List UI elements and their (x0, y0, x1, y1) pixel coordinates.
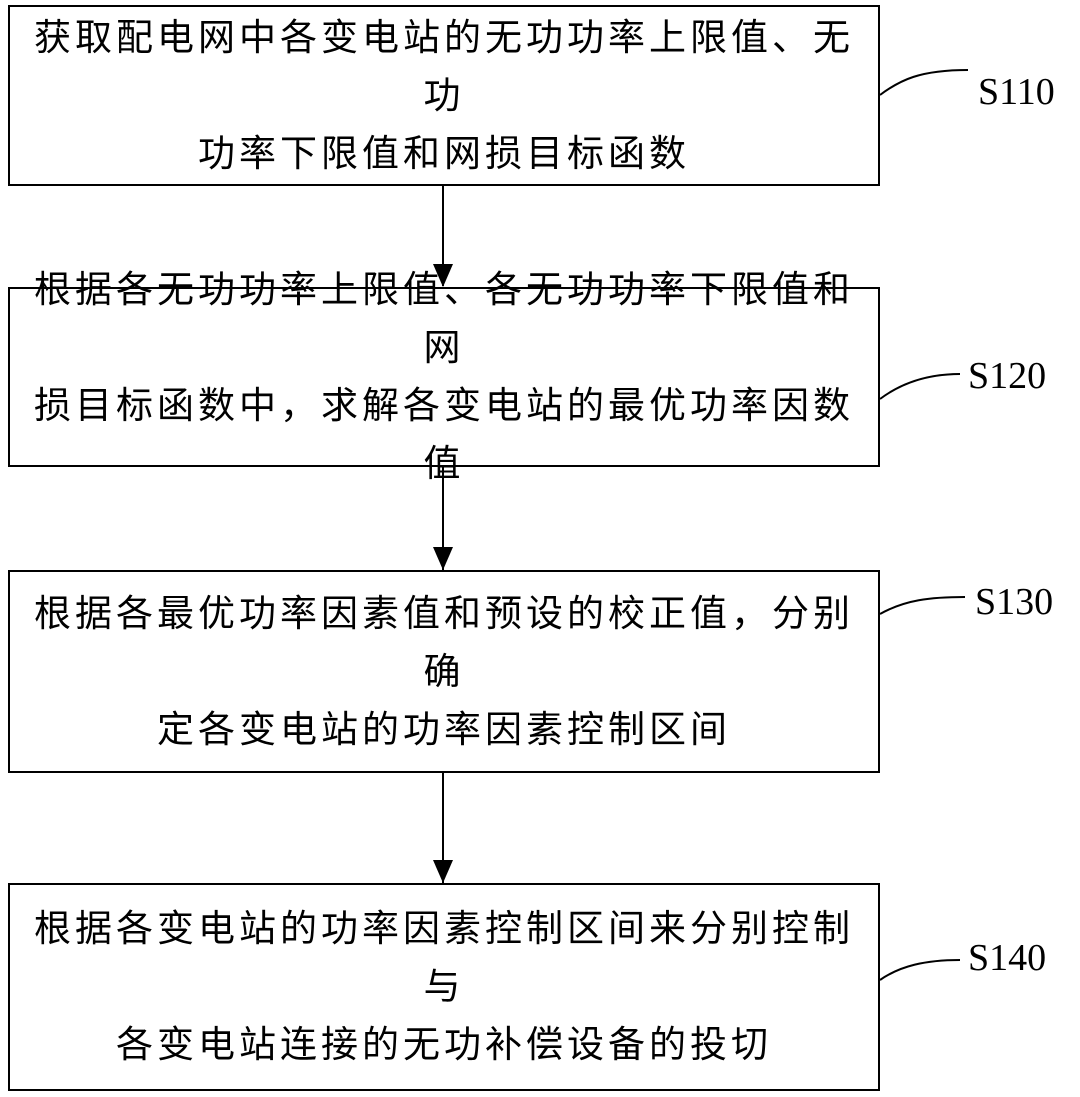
leader-s140 (879, 959, 961, 981)
step-box-s130: 根据各最优功率因素值和预设的校正值，分别确 定各变电站的功率因素控制区间 (8, 570, 880, 773)
step-label-s120: S120 (968, 355, 1047, 397)
step-line: 损目标函数中，求解各变电站的最优功率因数值 (34, 384, 854, 485)
step-line: 根据各变电站的功率因素控制区间来分别控制与 (34, 907, 854, 1008)
leader-s110 (879, 69, 969, 96)
step-line: 各变电站连接的无功补偿设备的投切 (116, 1023, 772, 1066)
step-text-s120: 根据各无功功率上限值、各无功功率下限值和网 损目标函数中，求解各变电站的最优功率… (18, 261, 870, 493)
step-box-s140: 根据各变电站的功率因素控制区间来分别控制与 各变电站连接的无功补偿设备的投切 (8, 883, 880, 1091)
leader-s130 (879, 596, 966, 615)
step-label-s110: S110 (978, 71, 1055, 113)
step-label-s140: S140 (968, 937, 1047, 979)
step-text-s140: 根据各变电站的功率因素控制区间来分别控制与 各变电站连接的无功补偿设备的投切 (18, 900, 870, 1074)
step-text-s130: 根据各最优功率因素值和预设的校正值，分别确 定各变电站的功率因素控制区间 (18, 585, 870, 759)
step-box-s110: 获取配电网中各变电站的无功功率上限值、无功 功率下限值和网损目标函数 (8, 5, 880, 186)
step-line: 获取配电网中各变电站的无功功率上限值、无功 (34, 15, 854, 117)
step-text-s110: 获取配电网中各变电站的无功功率上限值、无功 功率下限值和网损目标函数 (18, 9, 870, 183)
step-line: 根据各最优功率因素值和预设的校正值，分别确 (34, 591, 854, 693)
step-label-s130: S130 (975, 581, 1054, 623)
step-box-s120: 根据各无功功率上限值、各无功功率下限值和网 损目标函数中，求解各变电站的最优功率… (8, 268, 880, 485)
arrowhead-s140 (433, 860, 453, 883)
step-line: 定各变电站的功率因素控制区间 (157, 707, 731, 751)
arrowhead-s130 (433, 547, 453, 570)
step-line: 根据各无功功率上限值、各无功功率下限值和网 (34, 268, 854, 369)
step-line: 功率下限值和网损目标函数 (198, 131, 690, 175)
leader-s120 (879, 373, 961, 400)
